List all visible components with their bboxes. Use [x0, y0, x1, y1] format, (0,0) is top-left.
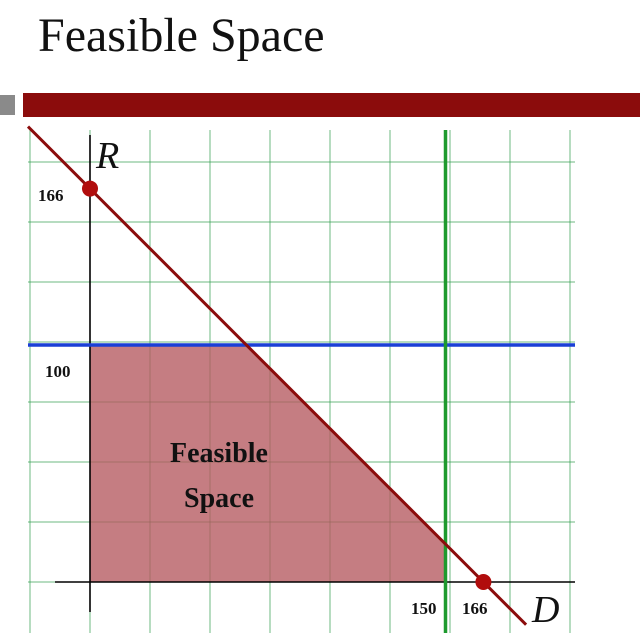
title-bar: [23, 93, 640, 117]
title-bar-accent: [0, 95, 15, 115]
x-tick-label-166: 166: [462, 599, 488, 618]
y-tick-label-166: 166: [38, 186, 64, 205]
intercept-point-d-166: [475, 574, 492, 590]
y-axis-label: R: [95, 135, 119, 177]
feasible-region: [90, 345, 446, 582]
x-axis-label: D: [531, 589, 559, 631]
region-label-line2: Space: [184, 483, 254, 514]
x-tick-label-150: 150: [411, 599, 437, 618]
y-tick-label-100: 100: [45, 362, 71, 381]
constraint-line-total-166: [26, 125, 528, 626]
region-label-line1: Feasible: [170, 438, 268, 469]
slide-title: Feasible Space: [38, 9, 325, 62]
intercept-point-r-166: [82, 180, 98, 197]
